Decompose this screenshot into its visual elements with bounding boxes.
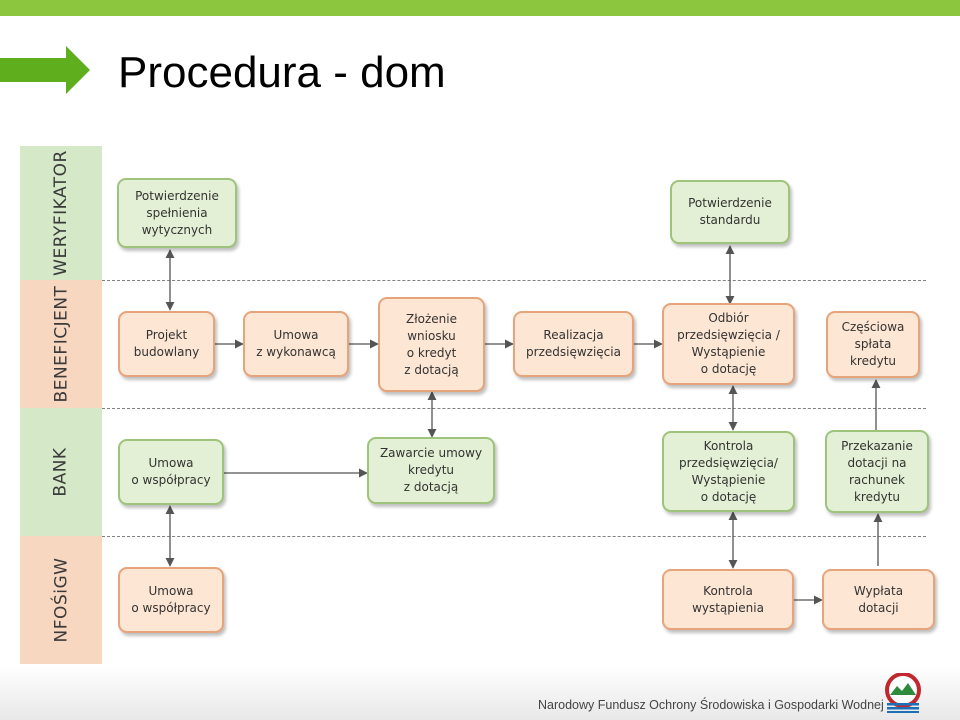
lane-separator (102, 408, 926, 409)
box-odbior-przedsiewziecia: Odbiór przedsięwzięcia / Wystąpienie o d… (662, 303, 795, 385)
footer (0, 666, 960, 720)
box-wyplata-dotacji: Wypłata dotacji (822, 569, 935, 630)
box-projekt-budowlany: Projekt budowlany (118, 311, 215, 377)
box-potwierdzenie-wytycznych: Potwierdzenie spełnienia wytycznych (117, 178, 237, 248)
lane-beneficjent: BENEFICJENT (20, 280, 102, 408)
lane-separator (102, 280, 926, 281)
box-potwierdzenie-standardu: Potwierdzenie standardu (670, 180, 790, 244)
box-zlozenie-wniosku: Złożenie wniosku o kredyt z dotacją (378, 297, 485, 392)
box-kontrola-wystapienia: Kontrola wystąpienia (662, 569, 794, 630)
lane-label-beneficjent: BENEFICJENT (51, 285, 72, 403)
title-arrow-icon (0, 46, 90, 94)
box-czesciowa-splata: Częściowa spłata kredytu (826, 311, 920, 378)
lane-label-nfosigw: NFOŚiGW (51, 557, 71, 643)
lane-nfosigw: NFOŚiGW (20, 536, 102, 664)
nfosigw-logo-icon (885, 673, 921, 713)
box-umowa-o-wspolpracy-nfos: Umowa o współpracy (118, 567, 224, 633)
lane-label-bank: BANK (50, 447, 71, 497)
lane-separator (102, 536, 926, 537)
box-przekazanie-dotacji: Przekazanie dotacji na rachunek kredytu (825, 430, 929, 513)
box-kontrola-przedsiewziecia: Kontrola przedsięwzięcia/ Wystąpienie o … (662, 431, 795, 512)
lane-weryfikator: WERYFIKATOR (20, 146, 102, 280)
box-realizacja: Realizacja przedsięwzięcia (513, 311, 634, 377)
footer-institution-name: Narodowy Fundusz Ochrony Środowiska i Go… (538, 698, 884, 712)
slide-title: Procedura - dom (118, 48, 446, 97)
box-umowa-o-wspolpracy-bank: Umowa o współpracy (118, 439, 224, 505)
lane-bank: BANK (20, 408, 102, 536)
lane-label-weryfikator: WERYFIKATOR (51, 150, 71, 276)
top-accent-bar (0, 0, 960, 16)
box-zawarcie-umowy: Zawarcie umowy kredytu z dotacją (367, 437, 495, 504)
box-umowa-z-wykonawca: Umowa z wykonawcą (243, 311, 349, 377)
